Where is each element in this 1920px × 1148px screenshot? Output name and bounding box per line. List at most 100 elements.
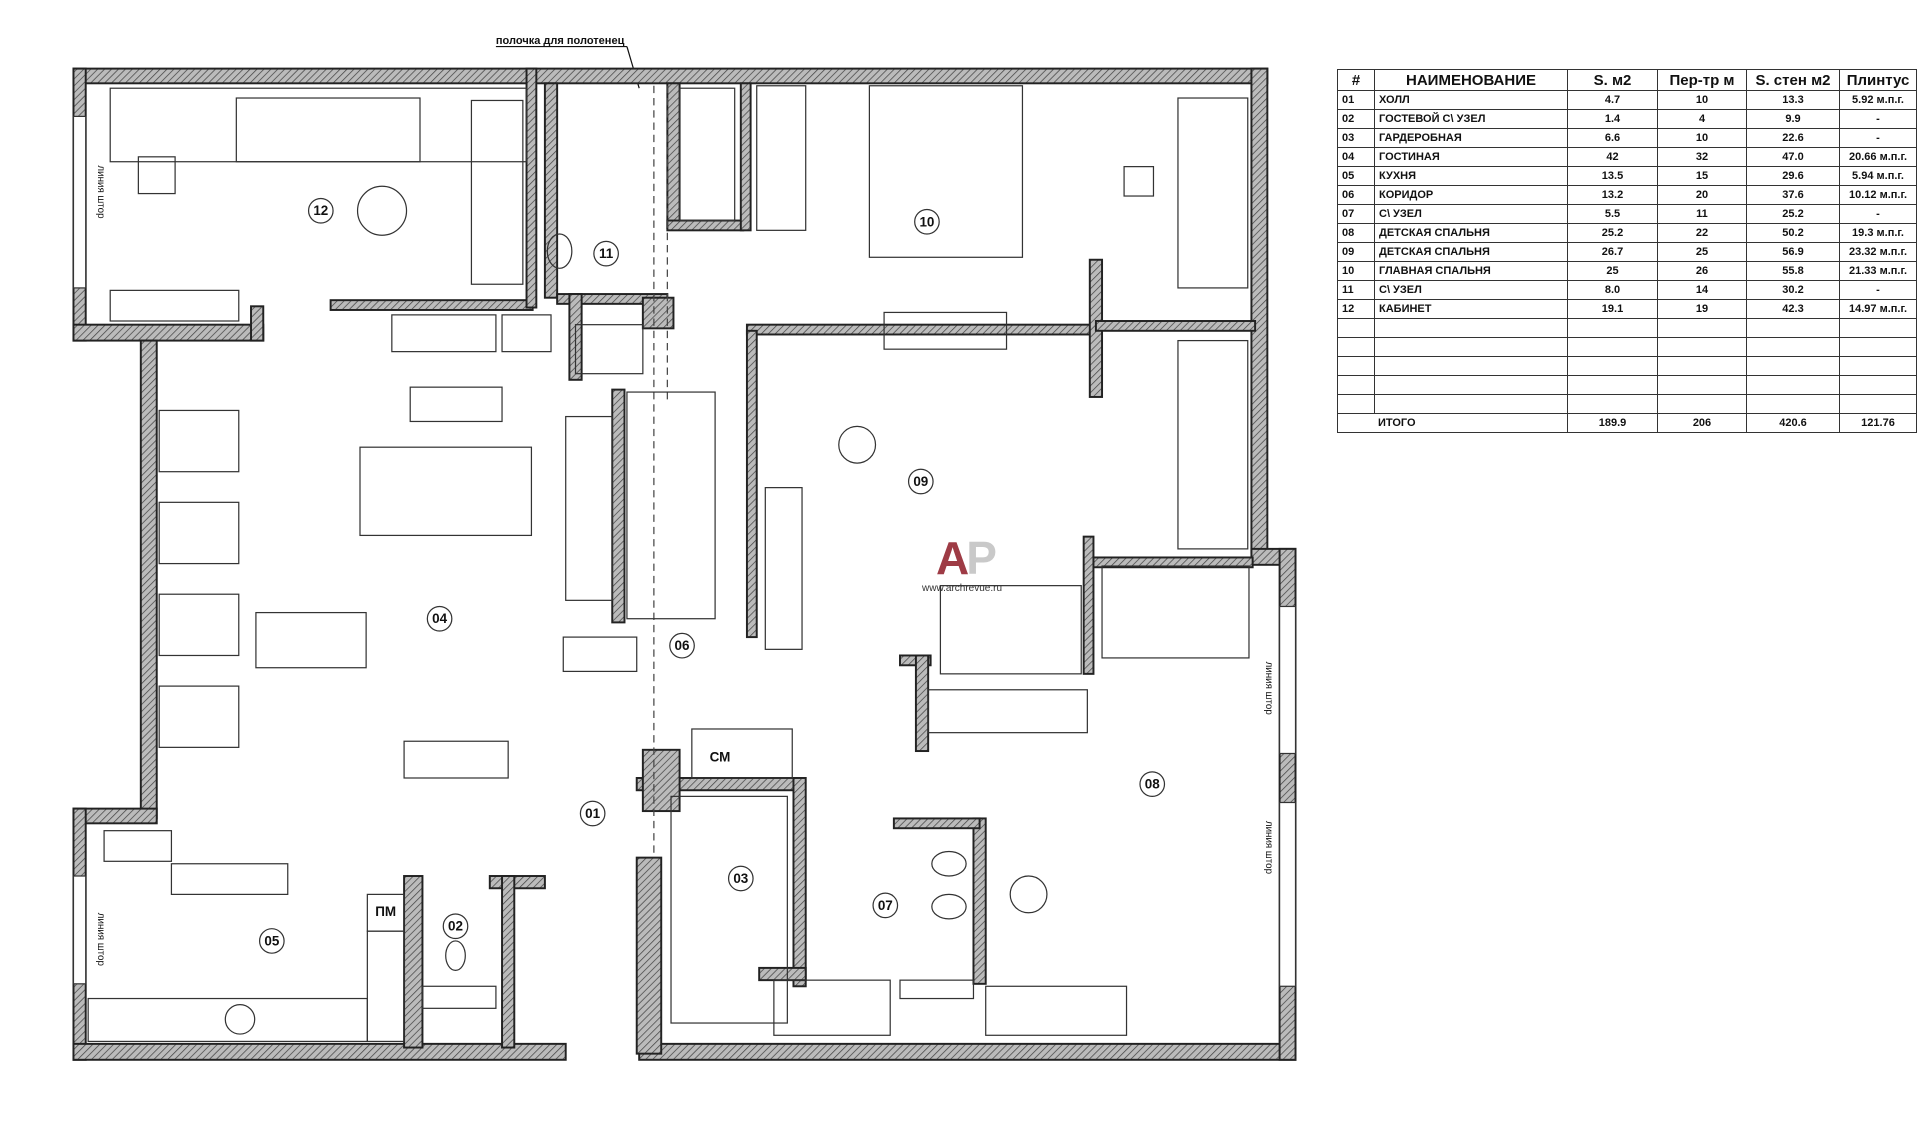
svg-text:12: 12 [313, 203, 328, 218]
table-cell: - [1839, 109, 1917, 129]
room-markers: 12 11 10 09 04 06 01 02 03 07 08 05 [258, 197, 1166, 954]
table-cell: ГОСТИНАЯ [1374, 147, 1568, 167]
table-cell: КАБИНЕТ [1374, 299, 1568, 319]
table-cell: 20.66 м.п.г. [1839, 147, 1917, 167]
svg-text:04: 04 [432, 611, 447, 626]
table-cell: 56.9 [1746, 242, 1840, 262]
table-cell: 14 [1657, 280, 1747, 300]
table-cell: 14.97 м.п.г. [1839, 299, 1917, 319]
table-cell: 04 [1337, 147, 1375, 167]
table-cell: 25.2 [1746, 204, 1840, 224]
table-cell: 4 [1657, 109, 1747, 129]
room-marker-05: 05 [258, 928, 285, 954]
table-cell: 03 [1337, 128, 1375, 148]
table-cell: 4.7 [1567, 90, 1658, 110]
svg-text:05: 05 [264, 933, 279, 948]
svg-text:06: 06 [675, 638, 690, 653]
table-cell: 11 [1337, 280, 1375, 300]
table-cell: 01 [1337, 90, 1375, 110]
logo-url: www.archrevue.ru [922, 583, 1003, 594]
table-cell: 02 [1337, 109, 1375, 129]
table-cell: 5.94 м.п.г. [1839, 166, 1917, 186]
table-cell: 50.2 [1746, 223, 1840, 243]
table-cell: 32 [1657, 147, 1747, 167]
table-cell: С\ УЗЕЛ [1374, 204, 1568, 224]
table-total-row: ИТОГО 189.9 206 420.6 121.76 [1337, 413, 1917, 433]
table-cell: 26.7 [1567, 242, 1658, 262]
table-cell: 05 [1337, 166, 1375, 186]
svg-text:08: 08 [1145, 777, 1160, 792]
table-cell: ГЛАВНАЯ СПАЛЬНЯ [1374, 261, 1568, 281]
table-cell: 55.8 [1746, 261, 1840, 281]
table-cell: 10 [1337, 261, 1375, 281]
table-cell: 07 [1337, 204, 1375, 224]
washer-label: СМ [710, 750, 731, 765]
table-cell: 19.1 [1567, 299, 1658, 319]
windows [72, 115, 1297, 987]
towel-shelf-annotation: полочка для полотенец [496, 35, 640, 89]
table-cell: 23.32 м.п.г. [1839, 242, 1917, 262]
table-cell: - [1839, 280, 1917, 300]
table-cell: 6.6 [1567, 128, 1658, 148]
room-marker-09: 09 [907, 468, 934, 495]
table-cell: 06 [1337, 185, 1375, 205]
table-cell: 21.33 м.п.г. [1839, 261, 1917, 281]
svg-text:линия штор: линия штор [95, 165, 106, 219]
room-marker-02: 02 [442, 913, 469, 940]
table-cell: 25.2 [1567, 223, 1658, 243]
room-marker-01: 01 [579, 800, 606, 827]
svg-text:линия штор: линия штор [1263, 821, 1274, 875]
svg-text:линия штор: линия штор [1263, 662, 1274, 716]
table-cell: 22 [1657, 223, 1747, 243]
table-cell: 8.0 [1567, 280, 1658, 300]
table-cell: 10 [1657, 128, 1747, 148]
annotation-text: полочка для полотенец [496, 35, 625, 47]
table-cell: - [1839, 128, 1917, 148]
room-marker-11: 11 [593, 240, 619, 267]
table-cell: ГАРДЕРОБНАЯ [1374, 128, 1568, 148]
svg-text:09: 09 [913, 474, 928, 489]
table-cell: 47.0 [1746, 147, 1840, 167]
table-cell: 5.92 м.п.г. [1839, 90, 1917, 110]
room-marker-08: 08 [1139, 771, 1166, 797]
room-marker-10: 10 [914, 208, 940, 235]
table-cell: 37.6 [1746, 185, 1840, 205]
table-cell: 09 [1337, 242, 1375, 262]
table-cell: 12 [1337, 299, 1375, 319]
table-cell: 9.9 [1746, 109, 1840, 129]
table-cell: ДЕТСКАЯ СПАЛЬНЯ [1374, 223, 1568, 243]
table-cell: С\ УЗЕЛ [1374, 280, 1568, 300]
table-cell: - [1839, 204, 1917, 224]
table-cell: 5.5 [1567, 204, 1658, 224]
table-cell: 13.3 [1746, 90, 1840, 110]
table-cell: ХОЛЛ [1374, 90, 1568, 110]
table-cell: 29.6 [1746, 166, 1840, 186]
room-marker-12: 12 [307, 197, 334, 224]
table-cell: 11 [1657, 204, 1747, 224]
table-cell: 30.2 [1746, 280, 1840, 300]
table-cell: 13.2 [1567, 185, 1658, 205]
curtain-line-labels: линия штор линия штор линия штор линия ш… [95, 165, 1274, 966]
furniture [87, 85, 1250, 1043]
svg-text:03: 03 [733, 871, 748, 886]
svg-text:линия штор: линия штор [95, 913, 106, 967]
table-cell: 19 [1657, 299, 1747, 319]
logo: AP [936, 532, 997, 584]
table-cell: 10 [1657, 90, 1747, 110]
table-cell: 15 [1657, 166, 1747, 186]
table-cell: КУХНЯ [1374, 166, 1568, 186]
table-cell: 19.3 м.п.г. [1839, 223, 1917, 243]
table-cell: 25 [1567, 261, 1658, 281]
